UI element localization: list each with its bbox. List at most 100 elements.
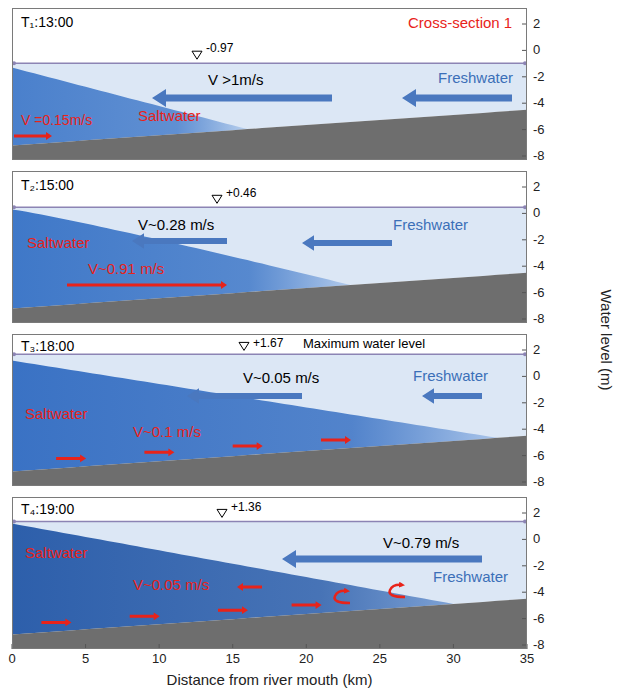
river-bed <box>12 273 527 323</box>
axis-title: Water level (m) <box>597 289 614 390</box>
water-type-label: Saltwater <box>27 234 90 251</box>
river-bed <box>12 599 527 649</box>
velocity-label: V =0.15m/s <box>21 112 92 128</box>
freshwater-flow-arrow <box>302 235 392 251</box>
velocity-label: V~0.05 m/s <box>133 576 209 593</box>
note-label: Maximum water level <box>303 337 425 352</box>
water-type-label: Freshwater <box>438 69 513 86</box>
time-label: T₁:13:00 <box>21 14 73 30</box>
axis-tick-label: -8 <box>533 475 545 490</box>
axis-tick-label: 30 <box>446 652 460 667</box>
freshwater-flow-arrow <box>402 89 512 107</box>
velocity-label: V~0.79 m/s <box>383 534 459 551</box>
water-level-value: +1.36 <box>231 501 261 515</box>
panel-ground <box>12 8 527 160</box>
cross-section-panel <box>12 497 527 649</box>
axis-tick-label: -2 <box>533 232 545 247</box>
axis-tick-label: 25 <box>373 652 387 667</box>
water-level-symbol <box>212 195 222 203</box>
eddy-arrow <box>390 585 405 597</box>
axis-tick-label: 2 <box>533 343 540 358</box>
saltwater-flow-arrow <box>218 606 248 614</box>
velocity-label: V~0.91 m/s <box>88 260 164 277</box>
freshwater-flow-arrow <box>187 388 302 404</box>
panel-ground <box>12 334 527 486</box>
saltwater-flow-arrow <box>14 132 52 140</box>
river-bed <box>12 436 527 486</box>
water-level-value: +0.46 <box>226 187 256 201</box>
saltwater-flow-arrow <box>233 442 263 450</box>
freshwater-flow-arrow <box>152 89 332 107</box>
panel-ground <box>12 171 527 323</box>
water-type-label: Saltwater <box>138 107 201 124</box>
cross-section-panel <box>12 171 527 323</box>
water-level-symbol <box>192 51 202 59</box>
saltwater-flow-arrow <box>41 619 71 627</box>
axis-tick-label: 0 <box>8 652 15 667</box>
axis-tick-label: 0 <box>533 43 540 58</box>
saltwater-flow-arrow <box>321 436 351 444</box>
river-bed <box>12 110 527 160</box>
axis-tick-label: -8 <box>533 638 545 653</box>
saltwater-flow-arrow <box>144 448 174 456</box>
water-type-label: Saltwater <box>25 405 88 422</box>
axis-tick-label: 2 <box>533 180 540 195</box>
saltwater-flow-arrow <box>292 601 322 609</box>
section-title: Cross-section 1 <box>408 14 512 31</box>
time-label: T₂:15:00 <box>21 177 74 193</box>
water-surface <box>12 62 527 64</box>
axis-tick-label: 20 <box>299 652 313 667</box>
axis-tick-label: -8 <box>533 149 545 164</box>
freshwater-flow-arrow <box>132 233 227 249</box>
axis-tick-label: 2 <box>533 17 540 32</box>
axis-tick-label: 10 <box>152 652 166 667</box>
water-type-label: Freshwater <box>413 367 488 384</box>
axis-tick-label: -4 <box>533 96 545 111</box>
time-label: T₄:19:00 <box>21 501 74 517</box>
velocity-label: V~0.05 m/s <box>243 369 319 386</box>
cross-section-frame: T₂:15:00+0.46SaltwaterV~0.28 m/sFreshwat… <box>12 171 527 323</box>
cross-section-panel <box>12 334 527 486</box>
axis-tick-label: -4 <box>533 259 545 274</box>
axis-tick-label: -4 <box>533 422 545 437</box>
water-level-symbol <box>239 342 249 350</box>
water-type-label: Freshwater <box>393 216 468 233</box>
axis-tick-label: -6 <box>533 448 545 463</box>
cross-section-frame: T₃:18:00 +1.67 Maximum water levelV~0.05 m… <box>12 334 527 486</box>
freshwater-flow-arrow <box>422 388 482 404</box>
water-surface <box>12 207 527 209</box>
axis-tick-label: -2 <box>533 558 545 573</box>
axis-tick-label: -4 <box>533 585 545 600</box>
saltwater-flow-arrow <box>67 281 227 289</box>
water-type-label: Saltwater <box>25 544 88 561</box>
saltwater-flow-arrow <box>237 583 262 591</box>
axis-tick-label: 0 <box>533 206 540 221</box>
axis-tick-label: -6 <box>533 285 545 300</box>
water-level-symbol <box>217 509 227 517</box>
cross-section-frame: T₁:13:00 Cross-section 1 -0.97 V >1m/s Fresh… <box>12 8 527 160</box>
water-level-value: -0.97 <box>206 42 233 56</box>
axis-tick-label: -6 <box>533 611 545 626</box>
velocity-label: V~0.1 m/s <box>133 423 201 440</box>
axis-tick-label: 5 <box>82 652 89 667</box>
axis-tick-label: -6 <box>533 122 545 137</box>
eddy-arrow <box>335 591 350 603</box>
time-label: T₃:18:00 <box>21 338 74 354</box>
axis-tick-label: -8 <box>533 312 545 327</box>
water-type-label: Freshwater <box>433 568 508 585</box>
cross-section-panel <box>12 8 527 160</box>
water-level-value: +1.67 <box>253 337 283 351</box>
velocity-label: V >1m/s <box>208 71 263 88</box>
water-surface <box>12 354 527 356</box>
axis-tick-label: 15 <box>225 652 239 667</box>
axis-tick-label: -2 <box>533 69 545 84</box>
cross-section-frame: T₄:19:00 +1.36Saltwater V~0.79 m/sFreshwat… <box>12 497 527 649</box>
saltwater-flow-arrow <box>56 455 86 463</box>
water-surface <box>12 521 527 523</box>
axis-tick-label: 35 <box>520 652 534 667</box>
saltwater-flow-arrow <box>130 612 160 620</box>
axis-tick-label: 0 <box>533 369 540 384</box>
freshwater-flow-arrow <box>282 550 482 568</box>
axis-tick-label: -2 <box>533 395 545 410</box>
axis-tick-label: 2 <box>533 506 540 521</box>
